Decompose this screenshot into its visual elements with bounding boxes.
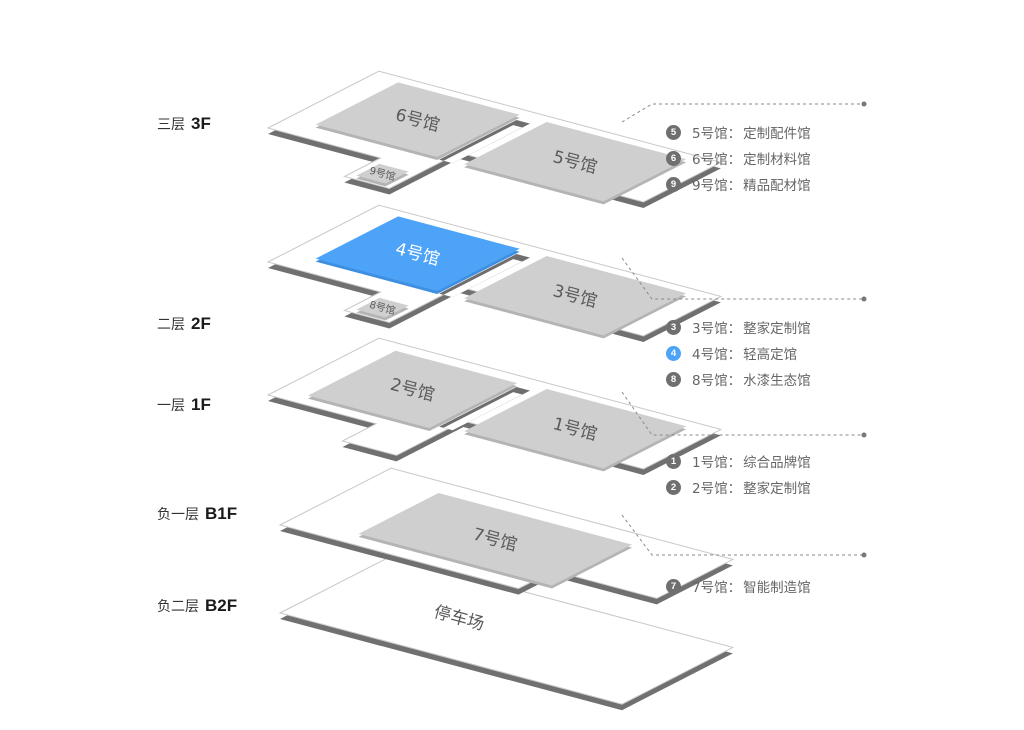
legend-item[interactable]: 9 9号馆 ： 精品配材馆	[666, 171, 811, 197]
hall-3: 3号馆	[464, 256, 687, 339]
legend-hall-desc: 整家定制馆	[743, 321, 811, 337]
hall-2: 2号馆	[307, 350, 518, 431]
hall-4: 4号馆	[315, 216, 520, 294]
floor-label-cn: 二层	[157, 317, 185, 333]
hall-block	[315, 82, 520, 157]
hall-block	[358, 493, 632, 586]
floor-label-cn: 一层	[157, 398, 185, 414]
legend-separator: ：	[727, 178, 742, 194]
hall-number-badge: 3	[666, 319, 681, 335]
legend-group-1f: 1 1号馆 ： 综合品牌馆 2 2号馆 ： 整家定制馆	[666, 448, 811, 500]
legend-hall-name: 3号馆	[692, 321, 728, 337]
legend-group-3f: 5 5号馆 ： 定制配件馆 6 6号馆 ： 定制材料馆 9 9号馆 ： 精品配材…	[666, 119, 811, 197]
slot-floor	[443, 392, 523, 431]
legend-item[interactable]: 2 2号馆 ： 整家定制馆	[666, 474, 811, 500]
legend-hall-desc: 轻高定馆	[743, 347, 798, 363]
corridor-slot	[439, 387, 530, 431]
hall-8: 8号馆	[356, 297, 409, 321]
leader-line-2f	[621, 257, 864, 300]
slot-floor	[443, 259, 523, 298]
leader-end-dot	[861, 296, 867, 302]
legend-hall-desc: 综合品牌馆	[743, 455, 811, 471]
floor-label-b1f: 负一层 B1F	[157, 504, 237, 524]
legend-separator: ：	[727, 580, 742, 596]
corridor-slot	[439, 120, 530, 164]
legend-item-active[interactable]: 4 4号馆 ： 轻高定馆	[666, 340, 811, 366]
hall-number-badge: 6	[666, 150, 681, 166]
plate-surface	[278, 555, 735, 705]
floor-label-code: 1F	[191, 395, 211, 414]
legend-separator: ：	[727, 455, 742, 471]
legend-hall-desc: 精品配材馆	[743, 178, 811, 194]
hall-number-badge: 1	[666, 453, 681, 469]
legend-hall-name: 5号馆	[692, 126, 728, 142]
hall-7: 7号馆	[358, 493, 632, 589]
leader-end-dot	[861, 552, 867, 558]
hall-block	[356, 297, 409, 318]
legend-hall-name: 9号馆	[692, 178, 728, 194]
legend-hall-desc: 定制材料馆	[743, 152, 811, 168]
legend-separator: ：	[727, 321, 742, 337]
slot-floor	[443, 125, 523, 164]
legend-hall-name: 1号馆	[692, 455, 728, 471]
hall-block	[464, 389, 687, 469]
hall-number-badge: 8	[666, 371, 681, 387]
leader-end-dot	[861, 432, 867, 438]
legend-item[interactable]: 3 3号馆 ： 整家定制馆	[666, 314, 811, 340]
hall-number-badge: 7	[666, 578, 681, 594]
floor-label-2f: 二层 2F	[157, 314, 211, 334]
legend-separator: ：	[727, 347, 742, 363]
legend-separator: ：	[727, 373, 742, 389]
hall-6: 6号馆	[315, 82, 520, 160]
hall-block	[307, 350, 518, 428]
legend-hall-name: 7号馆	[692, 580, 728, 596]
hall-1: 1号馆	[464, 389, 687, 472]
legend-item[interactable]: 8 8号馆 ： 水漆生态馆	[666, 366, 811, 392]
legend-separator: ：	[727, 152, 742, 168]
legend-group-b1f: 7 7号馆 ： 智能制造馆	[666, 573, 811, 599]
floor-label-code: B1F	[205, 504, 238, 523]
leader-line-b1f	[621, 514, 864, 556]
floor-label-3f: 三层 3F	[157, 114, 211, 134]
legend-hall-name: 8号馆	[692, 373, 728, 389]
legend-hall-desc: 智能制造馆	[743, 580, 811, 596]
legend-hall-name: 6号馆	[692, 152, 728, 168]
hall-number-badge: 2	[666, 479, 681, 495]
hall-block	[315, 216, 520, 291]
floor-label-cn: 负一层	[157, 507, 199, 523]
floor-label-code: 3F	[191, 114, 211, 133]
hall-block	[464, 256, 687, 336]
hall-number-badge: 4	[666, 345, 681, 361]
legend-item[interactable]: 6 6号馆 ： 定制材料馆	[666, 145, 811, 171]
leader-end-dot	[861, 101, 867, 107]
leader-line-3f	[621, 103, 864, 123]
legend-separator: ：	[727, 126, 742, 142]
legend-hall-name: 4号馆	[692, 347, 728, 363]
legend-hall-desc: 水漆生态馆	[743, 373, 811, 389]
hall-number-badge: 9	[666, 176, 681, 192]
floor-label-b2f: 负二层 B2F	[157, 596, 237, 616]
legend-item[interactable]: 1 1号馆 ： 综合品牌馆	[666, 448, 811, 474]
legend-separator: ：	[727, 481, 742, 497]
hall-number-badge: 5	[666, 124, 681, 140]
legend-hall-name: 2号馆	[692, 481, 728, 497]
floor-label-code: B2F	[205, 596, 238, 615]
legend-group-2f: 3 3号馆 ： 整家定制馆 4 4号馆 ： 轻高定馆 8 8号馆 ： 水漆生态馆	[666, 314, 811, 392]
corridor-slot	[439, 254, 530, 298]
floor-label-cn: 三层	[157, 117, 185, 133]
legend-item[interactable]: 7 7号馆 ： 智能制造馆	[666, 573, 811, 599]
hall-5: 5号馆	[464, 122, 687, 205]
hall-9: 9号馆	[356, 163, 409, 187]
legend-hall-desc: 定制配件馆	[743, 126, 811, 142]
floor-label-code: 2F	[191, 314, 211, 333]
floor-label-1f: 一层 1F	[157, 395, 211, 415]
legend-item[interactable]: 5 5号馆 ： 定制配件馆	[666, 119, 811, 145]
floor-label-cn: 负二层	[157, 599, 199, 615]
leader-line-1f	[621, 391, 864, 436]
hall-block	[356, 163, 409, 184]
hall-block	[464, 122, 687, 202]
legend-hall-desc: 整家定制馆	[743, 481, 811, 497]
floor-b2f	[278, 555, 735, 711]
